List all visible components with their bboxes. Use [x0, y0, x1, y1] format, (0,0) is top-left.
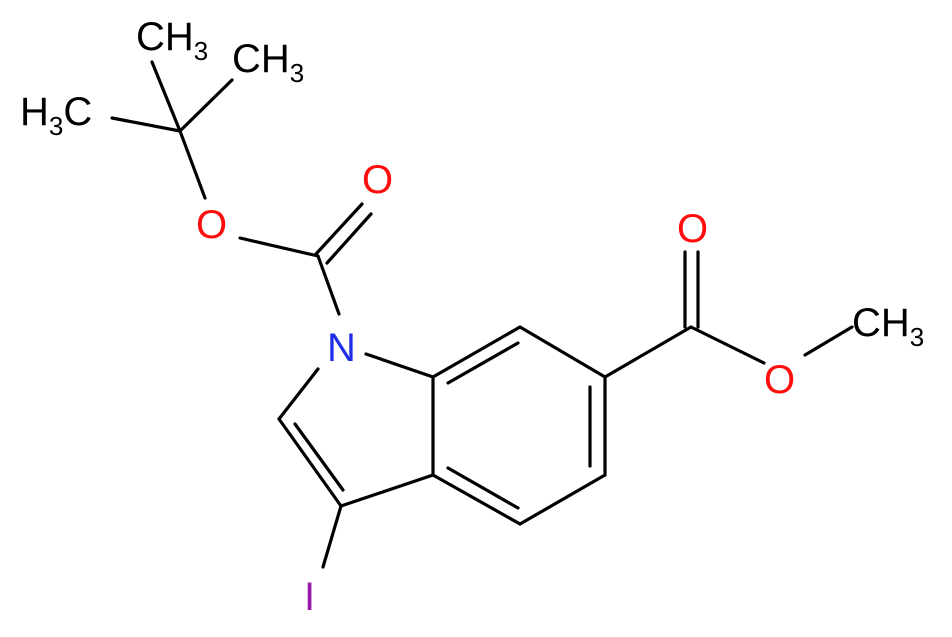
bond-cester-o [689, 325, 766, 365]
bond-cq-ch3-right [178, 78, 234, 133]
bond-cboc-n [316, 254, 341, 316]
bond-c4-c3a [431, 473, 522, 526]
bond-o-cboc [238, 236, 320, 258]
bond-c2-c3-inner [293, 422, 345, 492]
bond-c3-c3a [339, 473, 435, 508]
bond-c7-c6 [518, 325, 607, 379]
bond-cq-ch3-top [150, 60, 182, 133]
oxygen-ester-boc-label: O [196, 203, 227, 247]
bond-c6-cester [603, 325, 693, 379]
ch3-top-label: CH3 [136, 15, 208, 66]
bond-o-ch3 [803, 325, 854, 357]
bond-c2-c3 [277, 417, 343, 508]
bond-cboc-o-double-a [314, 202, 364, 256]
nitrogen-label: N [327, 326, 356, 370]
bond-c7a-n [364, 352, 435, 379]
bond-group [110, 60, 854, 569]
bond-cq-o [178, 129, 207, 200]
oxygen-carbonyl-boc-label: O [362, 158, 393, 202]
h3c-left-label: H3C [20, 90, 92, 141]
bond-c5-c4 [518, 473, 607, 526]
bond-c4-c3a-inner [446, 466, 520, 510]
bond-n-c2 [277, 367, 320, 421]
oxygen-ester-methyl-label: O [764, 358, 795, 402]
ch3-right-label: CH3 [232, 37, 304, 88]
ch3-methyl-label: CH3 [852, 301, 924, 352]
bond-cq-h3c-left [110, 116, 182, 133]
iodine-label: I [304, 575, 315, 619]
bond-cboc-o-double-b [325, 212, 373, 265]
bond-c3-i [321, 504, 343, 569]
oxygen-carbonyl-ester-label: O [677, 207, 708, 251]
bond-c7a-c7-inner [446, 341, 520, 385]
bond-c7a-c7 [431, 325, 522, 379]
